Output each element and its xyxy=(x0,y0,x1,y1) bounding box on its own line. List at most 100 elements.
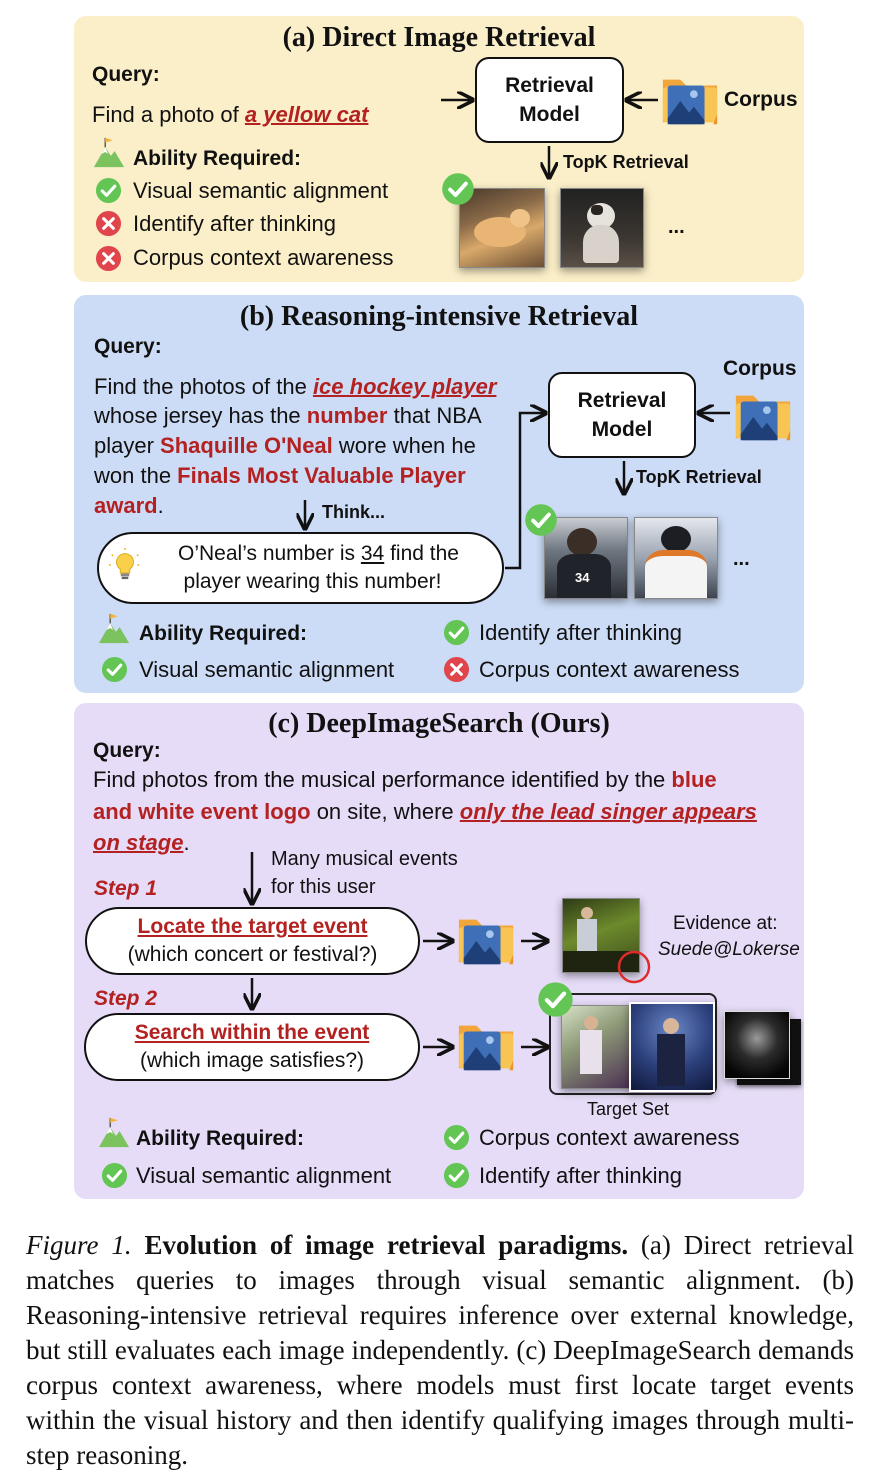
evidence-circle-marker xyxy=(617,950,651,984)
player-head-shape xyxy=(567,528,597,556)
panel-a-retrieval-model: Retrieval Model xyxy=(475,57,624,143)
panel-a-query-text: Find a photo of a yellow cat xyxy=(92,104,368,126)
q-text: won the xyxy=(94,463,178,488)
q-text: player xyxy=(94,433,161,458)
panel-c-query-line3: on stage. xyxy=(93,832,190,854)
panel-b-title: (b) Reasoning-intensive Retrieval xyxy=(239,301,639,332)
step-1-label: Step 1 xyxy=(94,877,158,900)
panel-a-ellipsis: ... xyxy=(668,216,685,238)
panel-b-ellipsis: ... xyxy=(733,548,750,570)
panel-b-model-line1: Retrieval xyxy=(577,388,667,412)
panel-b-query-line1: Find the photos of the ice hockey player xyxy=(94,376,496,398)
panel-b-ability-label: Ability Required: xyxy=(139,622,308,645)
cat-patch-shape xyxy=(591,205,603,215)
caption-body: (a) Direct retrieval matches queries to … xyxy=(26,1230,855,1470)
figure-caption: Figure 1. Evolution of image retrieval p… xyxy=(26,1228,854,1473)
thought-line1: O’Neal’s number is 34 find the xyxy=(142,540,459,568)
panel-b-query-line5: award. xyxy=(94,495,164,517)
q-text: . xyxy=(157,493,164,518)
q-text: . xyxy=(183,830,190,855)
thought-text: O’Neal’s number is xyxy=(178,541,361,565)
player-jersey-shape xyxy=(557,554,611,598)
panel-a-ability-1: Visual semantic alignment xyxy=(133,178,389,203)
panel-b-ability-left-1: Visual semantic alignment xyxy=(139,657,395,682)
result-photo-cat-2 xyxy=(560,188,644,268)
panel-b-query-line3: player Shaquille O'Neal wore when he xyxy=(94,435,476,457)
target-set-frame xyxy=(549,993,717,1095)
caption-title: Evolution of image retrieval paradigms. xyxy=(144,1230,629,1260)
thought-line2: player wearing this number! xyxy=(183,570,442,593)
q-text: Find photos from the musical performance… xyxy=(93,767,672,792)
singer-head-shape xyxy=(663,1018,679,1034)
panel-a-model-line2: Model xyxy=(519,103,580,126)
q-text: on site, where xyxy=(310,799,460,824)
panel-b-retrieval-model: Retrieval Model xyxy=(548,372,696,458)
panel-c-query-line2: and white event logo on site, where only… xyxy=(93,801,757,823)
q-highlight: blue xyxy=(671,767,717,792)
panel-c-ability-right-1: Corpus context awareness xyxy=(479,1125,740,1150)
q-highlight: award xyxy=(94,493,158,518)
note-line2: for this user xyxy=(271,876,376,898)
singer-head-shape xyxy=(581,907,593,919)
result-photo-hockey-2 xyxy=(634,517,718,599)
arrow-thought-to-model-b xyxy=(505,413,544,570)
note-line1: Many musical events xyxy=(271,848,458,870)
player-jersey-shape xyxy=(645,550,707,598)
singer-body-shape xyxy=(577,919,597,953)
panel-a-query-prefix: Find a photo of xyxy=(92,102,245,127)
panel-c-events-note: Many musical events for this user xyxy=(271,845,458,901)
q-text: Find the photos of the xyxy=(94,374,313,399)
panel-b-ability-right-1: Identify after thinking xyxy=(479,620,683,645)
q-highlight: on stage xyxy=(93,830,184,855)
step-1-box: Locate the target event (which concert o… xyxy=(85,907,420,975)
panel-a-query-label: Query: xyxy=(92,63,160,86)
thought-text: find the xyxy=(384,541,459,565)
panel-a-topk-label: TopK Retrieval xyxy=(563,152,689,172)
result-photo-hockey-1: 34 xyxy=(544,517,628,599)
step-2-title: Search within the event xyxy=(134,1020,370,1044)
target-set-label: Target Set xyxy=(587,1099,670,1119)
cat-head-shape xyxy=(510,209,530,227)
stacked-photo-front xyxy=(724,1011,790,1079)
singer-body-shape xyxy=(657,1034,685,1086)
panel-c-ability-left-1: Visual semantic alignment xyxy=(136,1163,392,1188)
result-photo-cat-1 xyxy=(459,188,545,268)
panel-b-query-label: Query: xyxy=(94,335,162,358)
panel-c-query-line1: Find photos from the musical performance… xyxy=(93,769,717,791)
singer-head-shape xyxy=(584,1016,598,1030)
panel-a-corpus-label: Corpus xyxy=(724,88,798,111)
q-text: that NBA xyxy=(387,403,482,428)
panel-b-thought-bubble: O’Neal’s number is 34 find the player we… xyxy=(97,532,504,604)
panel-b-query-line2: whose jersey has the number that NBA xyxy=(94,405,482,427)
panel-a-ability-label: Ability Required: xyxy=(133,147,302,170)
panel-b-topk-label: TopK Retrieval xyxy=(636,467,762,487)
q-text: wore when he xyxy=(332,433,476,458)
panel-a-query-highlight: a yellow cat xyxy=(244,102,369,127)
panel-b-think-label: Think... xyxy=(322,502,385,522)
q-highlight: number xyxy=(306,403,388,428)
q-highlight: and white event logo xyxy=(93,799,311,824)
step-2-subtitle: (which image satisfies?) xyxy=(139,1049,365,1072)
panel-a-ability-3: Corpus context awareness xyxy=(133,245,394,270)
caption-figure-number: Figure 1. xyxy=(26,1230,132,1260)
panel-c-ability-right-2: Identify after thinking xyxy=(479,1163,683,1188)
panel-b-ability-right-2: Corpus context awareness xyxy=(479,657,740,682)
target-photo-2 xyxy=(629,1002,715,1092)
panel-c-ability-label: Ability Required: xyxy=(136,1127,305,1150)
panel-b-corpus-label: Corpus xyxy=(723,357,797,380)
singer-body-shape xyxy=(580,1030,602,1074)
q-highlight: only the lead singer appears xyxy=(459,799,757,824)
panel-b-model-line2: Model xyxy=(591,418,653,441)
q-text: whose jersey has the xyxy=(94,403,307,428)
evidence-label: Evidence at: xyxy=(673,913,778,934)
step-2-label: Step 2 xyxy=(94,987,158,1010)
q-highlight: Shaquille O'Neal xyxy=(160,433,333,458)
step-1-title: Locate the target event xyxy=(137,914,368,938)
panel-c-title: (c) DeepImageSearch (Ours) xyxy=(268,708,610,739)
step-1-subtitle: (which concert or festival?) xyxy=(127,943,378,966)
player-helmet-shape xyxy=(661,526,691,552)
q-highlight: Finals Most Valuable Player xyxy=(177,463,466,488)
connector-arrows xyxy=(0,0,730,1210)
step-2-box: Search within the event (which image sat… xyxy=(84,1013,420,1081)
thought-number: 34 xyxy=(360,541,385,565)
